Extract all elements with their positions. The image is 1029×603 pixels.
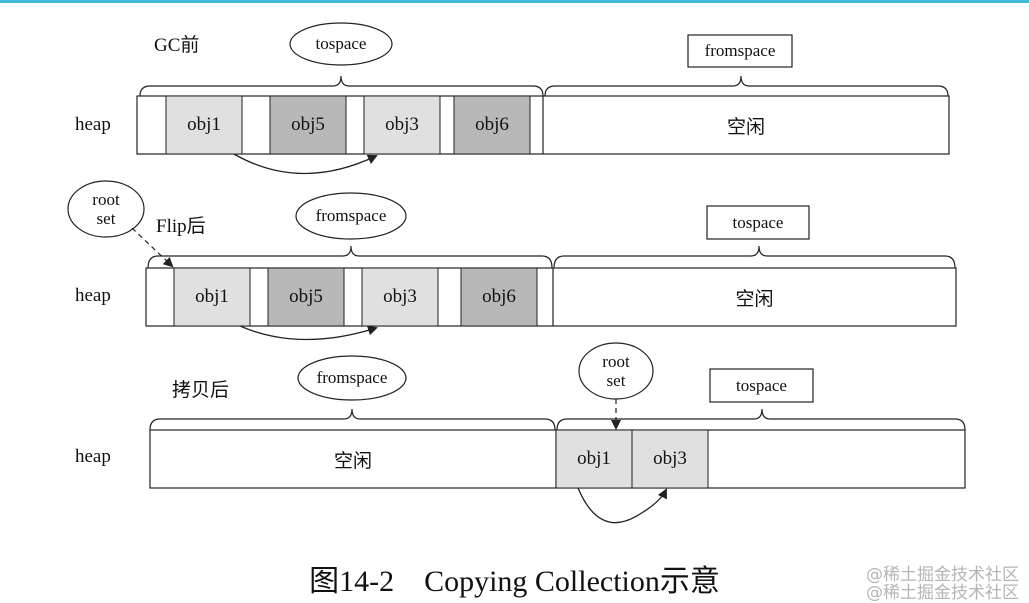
ref-arrow-obj1-obj3 [233,153,378,175]
obj3-block [631,429,709,489]
root-set-line-1: root [92,190,120,209]
root-set-line-2: set [606,371,626,390]
stage-label-after-flip: Flip后 [156,216,206,237]
root-set-ellipse [67,180,145,238]
obj1-block [165,95,243,155]
obj6-block [460,267,538,327]
tospace-brace [556,408,966,431]
obj1-label: obj1 [187,114,221,135]
fromspace-brace [149,408,556,431]
watermark: @稀土掘金技术社区 @稀土掘金技术社区 [866,566,1019,602]
ref-arrow-obj1-obj3 [239,325,378,341]
free-space-label: 空闲 [726,116,765,138]
tospace-box-label: tospace [732,212,784,232]
root-set-line-1: root [602,352,630,371]
tospace-brace [553,245,956,269]
watermark-line-2: @稀土掘金技术社区 [866,583,1019,603]
fromspace-brace [147,245,553,269]
figure-caption: 图14-2 Copying Collection示意 [309,565,720,598]
heap-label: heap [75,285,111,306]
tospace-box-label: tospace [736,375,787,395]
stage-label-after-copy: 拷贝后 [172,380,230,401]
row-gc-before [136,22,950,175]
tospace-brace [139,75,544,97]
fromspace-brace [544,75,949,97]
obj3-label: obj3 [383,286,417,307]
fromspace-ellipse-label: fromspace [315,206,387,225]
obj1-label: obj1 [195,286,229,307]
root-set-label: root set [579,343,653,399]
obj3-label: obj3 [653,448,687,469]
root-pointer [131,227,174,268]
obj5-block [269,95,347,155]
obj1-block [173,267,251,327]
obj3-block [361,267,439,327]
fromspace-ellipse [295,192,407,240]
obj3-block [363,95,441,155]
obj5-label: obj5 [291,114,325,135]
fromspace-box [687,34,793,68]
obj5-label: obj5 [289,286,323,307]
tospace-ellipse [289,22,393,66]
tospace-ellipse-label: tospace [315,34,367,53]
ref-arrow-obj1-obj3 [577,487,667,524]
row-after-flip [67,180,957,341]
obj3-label: obj3 [385,114,419,135]
tospace-box [709,368,814,403]
top-accent-line [0,0,1029,3]
obj1-label: obj1 [577,448,611,469]
obj5-block [267,267,345,327]
tospace-box [706,205,810,240]
heap-label: heap [75,114,111,135]
fromspace-ellipse [297,355,407,401]
stage-label-gc-before: GC前 [154,35,200,56]
obj6-label: obj6 [482,286,516,307]
watermark-line-1: @稀土掘金技术社区 [866,565,1019,585]
obj6-block [453,95,531,155]
row-after-copy [149,342,966,524]
fromspace-ellipse-label: fromspace [316,368,388,387]
free-space-label: 空闲 [735,288,774,310]
fromspace-box-label: fromspace [704,41,776,60]
obj6-label: obj6 [475,114,509,135]
heap-label: heap [75,446,111,467]
free-space-label: 空闲 [333,450,372,472]
root-set-line-2: set [96,209,116,228]
root-set-label: root set [68,181,144,237]
